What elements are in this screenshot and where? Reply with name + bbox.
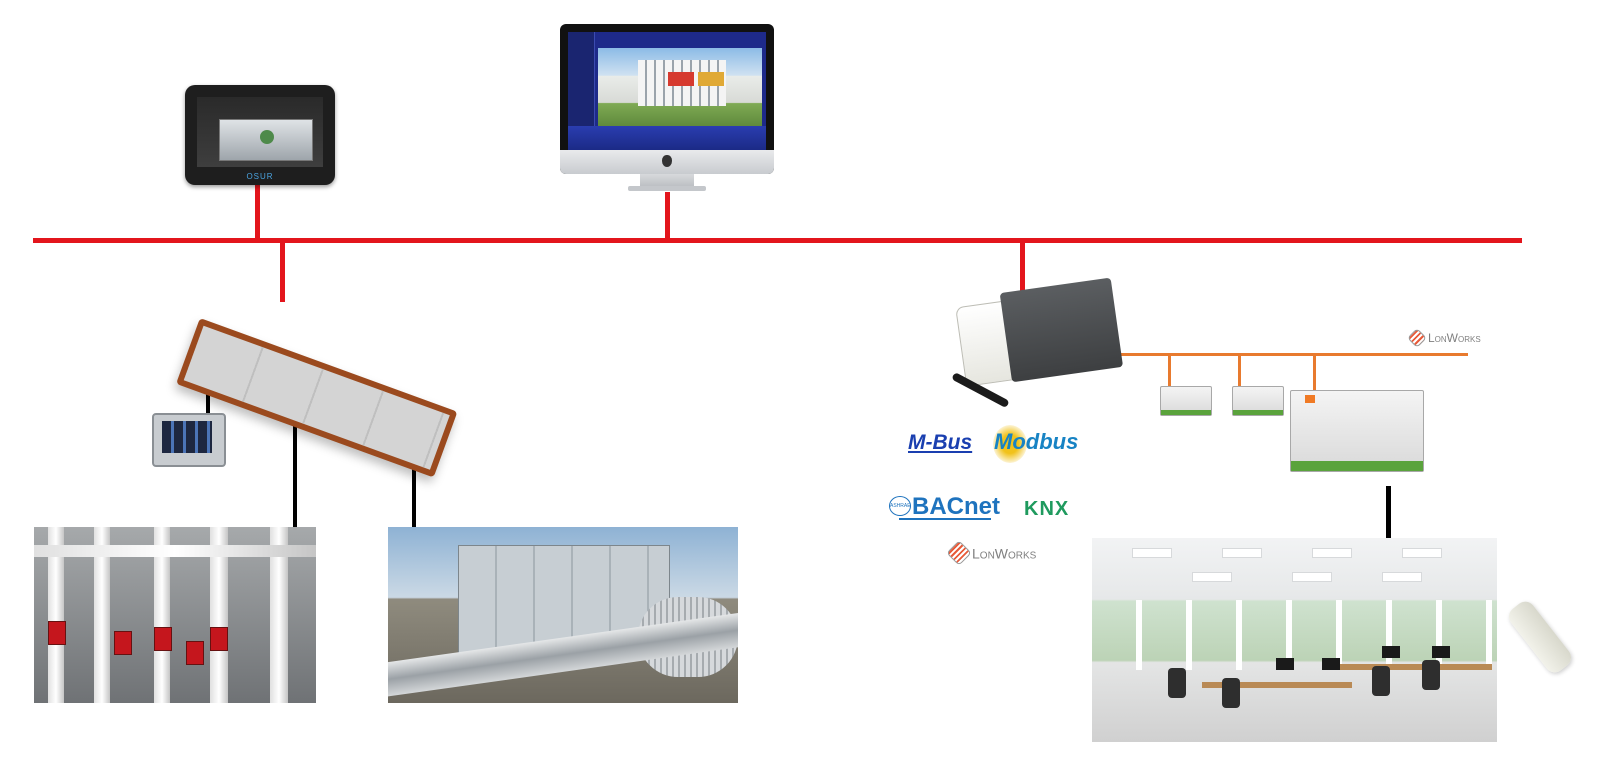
lon-io-module-1 (1160, 386, 1212, 416)
field-line-pipes (293, 390, 297, 528)
monitor-foot (628, 186, 706, 191)
tablet-screen (162, 421, 212, 453)
modbus-logo: Modbus (994, 429, 1079, 454)
ac-remote (1504, 597, 1576, 677)
bms-status-bar (568, 126, 766, 150)
lon-drop-1 (1168, 353, 1171, 387)
building-image (598, 48, 762, 126)
plant-room-pumps-photo (34, 527, 316, 703)
lon-io-module-2 (1232, 386, 1284, 416)
lon-bus-line (1110, 353, 1468, 356)
gateway-drop-line (1020, 240, 1025, 292)
modbus-logo-icon (993, 425, 1027, 463)
alarm-tag-red (668, 72, 694, 86)
handheld-touch-panel (152, 413, 226, 467)
air-handling-unit-photo (388, 527, 738, 703)
knx-logo: KNX (1024, 498, 1070, 520)
panel-drop-line (255, 185, 260, 240)
bacnet-underline (899, 518, 991, 520)
protocol-gateway (954, 277, 1126, 394)
office-space-photo (1092, 538, 1497, 742)
lonworks-bus-label: LonWorks (1428, 330, 1481, 345)
mbus-logo: M-Bus (908, 431, 973, 454)
panel-brand: OSUR (246, 172, 274, 181)
field-line-ahu (412, 426, 416, 528)
hvac-touch-panel: OSUR (185, 85, 335, 185)
lonworks-icon (1407, 327, 1427, 348)
lon-io-module-3 (1290, 390, 1424, 472)
workstation-drop-line (665, 192, 670, 240)
apple-logo-icon (662, 155, 672, 167)
lonworks-icon (946, 540, 972, 567)
controller-drop-line (280, 240, 285, 302)
lon-drop-2 (1238, 353, 1241, 387)
monitor-chin (560, 150, 774, 174)
ashrae-badge: ASHRAE (889, 496, 911, 516)
panel-screen (197, 97, 323, 167)
lonworks-bus-logo: LonWorks (1407, 327, 1481, 348)
ethernet-backbone (33, 238, 1522, 243)
lonworks-logo: LonWorks (946, 540, 1037, 567)
lon-drop-3 (1313, 353, 1316, 391)
bms-workstation-monitor (560, 24, 774, 174)
ahu-graphic (219, 119, 313, 161)
field-line-office (1386, 486, 1391, 538)
bacnet-logo: BACnet (912, 493, 1000, 520)
lonworks-label: LonWorks (972, 545, 1037, 562)
bms-screen (568, 32, 766, 150)
alarm-tag-yellow (698, 72, 724, 86)
monitor-stand (640, 174, 694, 188)
